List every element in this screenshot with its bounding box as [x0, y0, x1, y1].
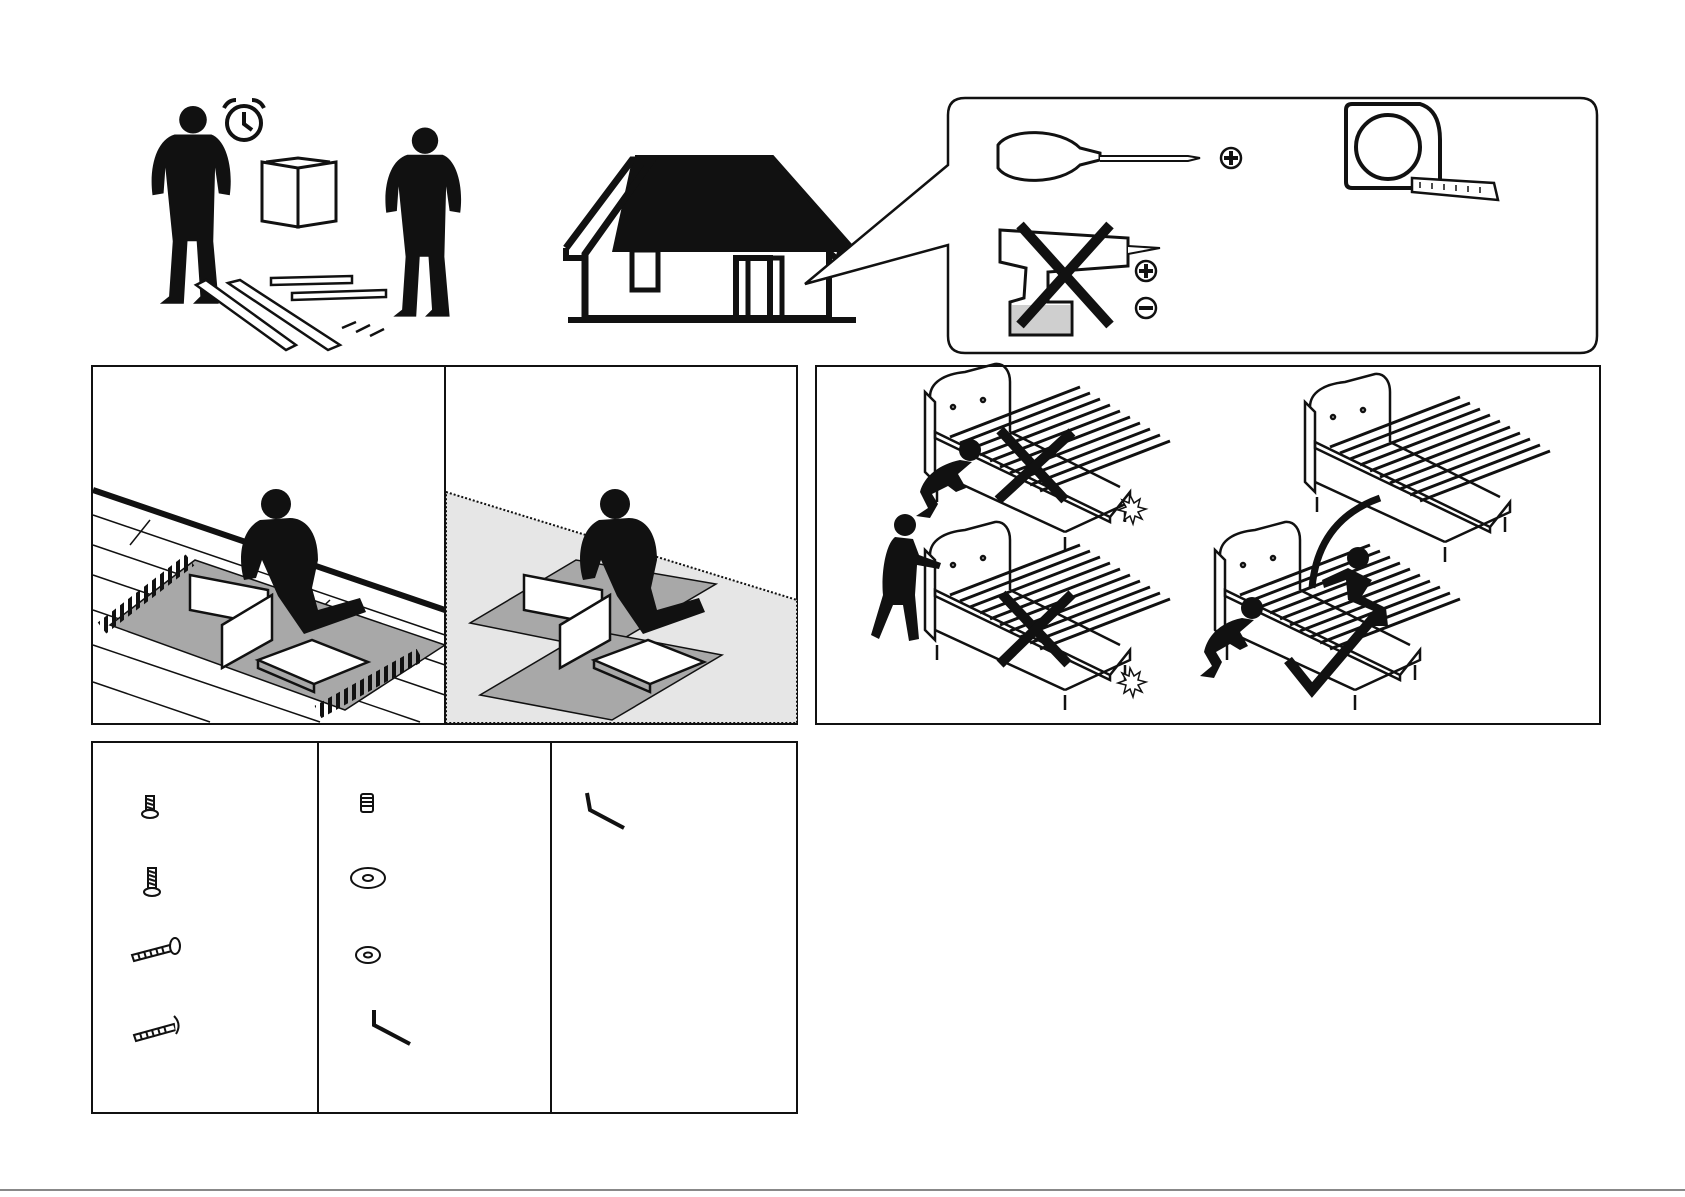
washer-small-icon: [356, 947, 380, 963]
washer-icon: [351, 868, 385, 888]
alarm-clock-icon: [224, 100, 264, 140]
tools-callout-bubble: [805, 98, 1597, 353]
phillips-bit-icon: [1221, 148, 1241, 168]
hardware-panel-frame: [92, 742, 797, 1113]
open-manual-icon: [262, 158, 336, 227]
parts-planks-icon: [196, 276, 386, 350]
phillips-bit-small-icon: [1136, 261, 1156, 281]
barrel-nut-icon: [361, 794, 373, 812]
house-icon: [566, 158, 856, 320]
